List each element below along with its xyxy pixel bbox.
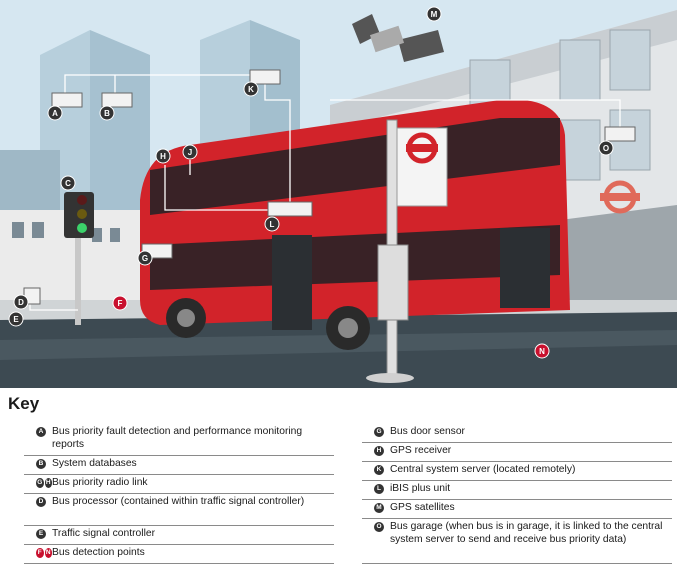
key-badge-m: M <box>374 503 384 513</box>
callout-f-circle <box>112 295 128 311</box>
key-badges: O <box>362 521 390 532</box>
callout-e-label: E <box>13 315 19 324</box>
key-badge-a: A <box>36 427 46 437</box>
key-badges: K <box>362 464 390 475</box>
key-text: Traffic signal controller <box>52 528 156 539</box>
callout-badges: A B C DE F G H J K L M N O <box>8 6 614 359</box>
callout-n-label: N <box>539 347 545 356</box>
key-badge-g: G <box>374 427 384 437</box>
key-row: M GPS satellites <box>362 500 672 519</box>
callout-l-circle <box>264 216 280 232</box>
key-badge-g: G <box>36 478 44 488</box>
callout-m-circle <box>426 6 442 22</box>
key-badges: E <box>24 528 52 539</box>
callout-j-label: J <box>188 148 192 157</box>
bus-priority-illustration: A B C DE F G H J K L M N O <box>0 0 677 388</box>
key-text: Bus garage (when bus is in garage, it is… <box>390 521 663 545</box>
callout-h-circle <box>155 148 171 164</box>
callout-b-label: B <box>104 109 110 118</box>
key-row: B System databases <box>24 456 334 475</box>
key-badge-l: L <box>374 484 384 494</box>
callout-n-circle <box>534 343 550 359</box>
key-badge-o: O <box>374 522 384 532</box>
key-title: Key <box>8 394 40 413</box>
bus-stop <box>366 119 448 383</box>
roundel-logo <box>600 180 640 214</box>
key-badges: M <box>362 502 390 513</box>
key-badge-k: K <box>374 465 384 475</box>
callout-d-circle <box>13 294 29 310</box>
callout-o-label: O <box>603 144 609 153</box>
callout-h-label: H <box>160 152 166 161</box>
key-text: Bus door sensor <box>390 426 465 437</box>
key-left-column: A Bus priority fault detection and perfor… <box>24 424 334 564</box>
double-decker-bus <box>140 99 570 350</box>
callout-l-label: L <box>270 220 275 229</box>
key-text: Central system server (located remotely) <box>390 464 576 475</box>
key-text: iBIS plus unit <box>390 483 451 494</box>
callout-o-circle <box>598 140 614 156</box>
gps-satellite <box>352 14 444 62</box>
callout-j-circle <box>182 144 198 160</box>
key-badge-h: H <box>44 478 52 488</box>
key-badges: D <box>24 496 52 507</box>
key-text: Bus processor (contained within traffic … <box>52 496 305 507</box>
callout-d-label: D <box>18 298 24 307</box>
key-badge-h: H <box>374 446 384 456</box>
callout-k-label: K <box>248 85 254 94</box>
key-text: System databases <box>52 458 137 469</box>
key-row: A Bus priority fault detection and perfor… <box>24 424 334 456</box>
callout-c-label: C <box>65 179 71 188</box>
key-text: Bus priority radio link <box>52 477 148 488</box>
callout-a-label: A <box>52 109 58 118</box>
traffic-light <box>64 192 94 325</box>
key-row: E Traffic signal controller <box>24 526 334 545</box>
key-text: Bus detection points <box>52 547 145 558</box>
key-badges: G <box>362 426 390 437</box>
callout-b-circle <box>99 105 115 121</box>
key-row: O Bus garage (when bus is in garage, it i… <box>362 519 672 564</box>
key-badge-d: D <box>36 497 46 507</box>
callout-c-circle <box>60 175 76 191</box>
callout-a-circle <box>47 105 63 121</box>
callout-e-circle <box>8 311 24 327</box>
key-badges: H <box>362 445 390 456</box>
key-text: GPS receiver <box>390 445 452 456</box>
key-row: K Central system server (located remotely… <box>362 462 672 481</box>
key-badge-b: B <box>36 459 46 469</box>
key-row: D Bus processor (contained within traffic… <box>24 494 334 526</box>
key-row: H GPS receiver <box>362 443 672 462</box>
callout-k-circle <box>243 81 259 97</box>
key-badges: L <box>362 483 390 494</box>
callout-g-label: G <box>142 254 148 263</box>
key-badges: A <box>24 426 52 437</box>
key-badge-f: F <box>36 548 44 558</box>
equipment-units <box>23 69 636 305</box>
key-badges: B <box>24 458 52 469</box>
key-row: G Bus door sensor <box>362 424 672 443</box>
key-badge-n: N <box>44 548 52 558</box>
key-badge-e: E <box>36 529 46 539</box>
key-text: Bus priority fault detection and perform… <box>52 426 303 450</box>
key-text: GPS satellites <box>390 502 455 513</box>
callout-m-label: M <box>431 10 438 19</box>
callout-f-label: F <box>118 299 123 308</box>
callout-g-circle <box>137 250 153 266</box>
